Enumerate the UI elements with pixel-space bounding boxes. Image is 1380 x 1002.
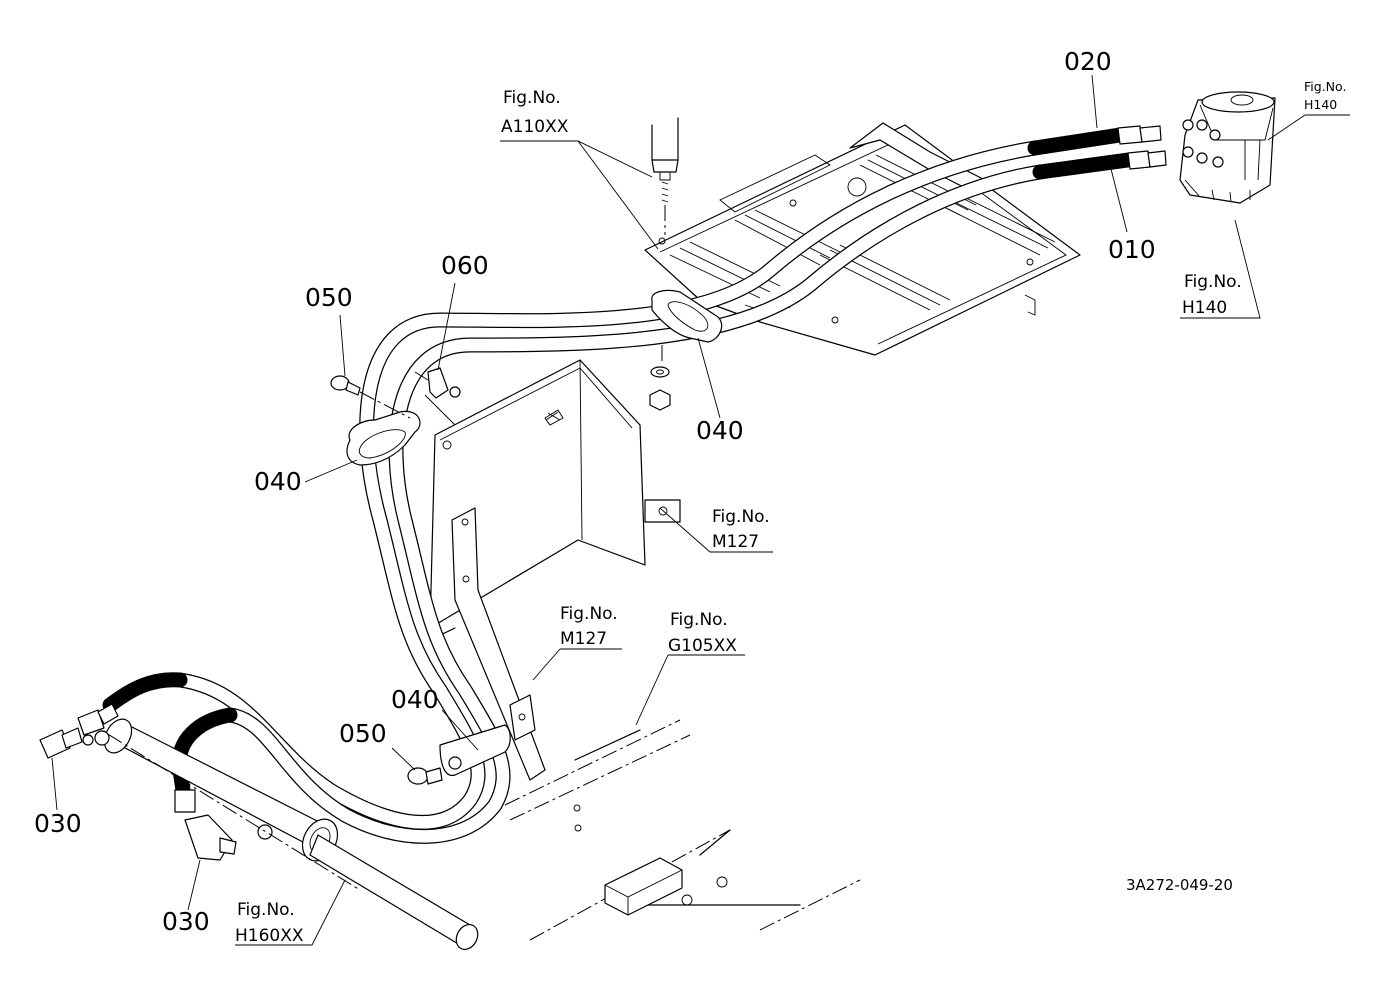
frame-rail xyxy=(429,507,691,832)
hose-assembly xyxy=(102,125,1167,844)
hose-clamp-center xyxy=(651,289,723,343)
fig-ref-h140-code: H140 xyxy=(1182,298,1227,318)
fig-ref-m127-lower-code: M127 xyxy=(560,629,607,649)
hydraulic-cylinder xyxy=(84,718,479,951)
fig-ref-a110-prefix: Fig.No. xyxy=(503,88,561,108)
flange-bolt-lower xyxy=(407,767,443,785)
part-number-050-upper: 050 xyxy=(305,283,353,312)
drawing-code: 3A272-049-20 xyxy=(1126,876,1233,894)
fig-ref-a110-code: A110XX xyxy=(501,117,569,137)
part-number-020: 020 xyxy=(1064,47,1112,76)
part-number-040-left: 040 xyxy=(254,467,302,496)
hose-clamp-left xyxy=(346,410,421,466)
part-number-010: 010 xyxy=(1108,235,1156,264)
fig-ref-h160-prefix: Fig.No. xyxy=(237,900,295,920)
floor-bolt xyxy=(651,117,679,235)
part-number-050-lower: 050 xyxy=(339,719,387,748)
fig-ref-h140-small-code: H140 xyxy=(1304,97,1337,112)
part-number-030-upper: 030 xyxy=(34,809,82,838)
elbow-fitting-lower xyxy=(174,789,237,861)
fig-ref-m127-right-prefix: Fig.No. xyxy=(712,507,770,527)
base-frame xyxy=(529,829,861,941)
part-number-040-center: 040 xyxy=(696,416,744,445)
part-number-030-lower: 030 xyxy=(162,907,210,936)
fig-ref-m127-right-code: M127 xyxy=(712,532,759,552)
flange-bolt-upper xyxy=(330,375,411,419)
fig-ref-g105-code: G105XX xyxy=(668,636,737,656)
washer-nut xyxy=(649,345,671,411)
fig-ref-h160-code: H160XX xyxy=(235,926,304,946)
leader-lines xyxy=(51,74,1350,946)
clip-bracket xyxy=(414,367,461,426)
fig-ref-g105-prefix: Fig.No. xyxy=(670,610,728,630)
elbow-fitting-upper xyxy=(39,703,119,759)
hose-clamp-lower xyxy=(439,724,511,776)
fig-ref-h140-prefix: Fig.No. xyxy=(1184,272,1242,292)
fig-ref-h140-small-prefix: Fig.No. xyxy=(1304,79,1346,94)
steering-valve xyxy=(1179,91,1276,204)
part-number-060: 060 xyxy=(441,251,489,280)
part-number-040-lower: 040 xyxy=(391,685,439,714)
fig-ref-m127-lower-prefix: Fig.No. xyxy=(560,604,618,624)
